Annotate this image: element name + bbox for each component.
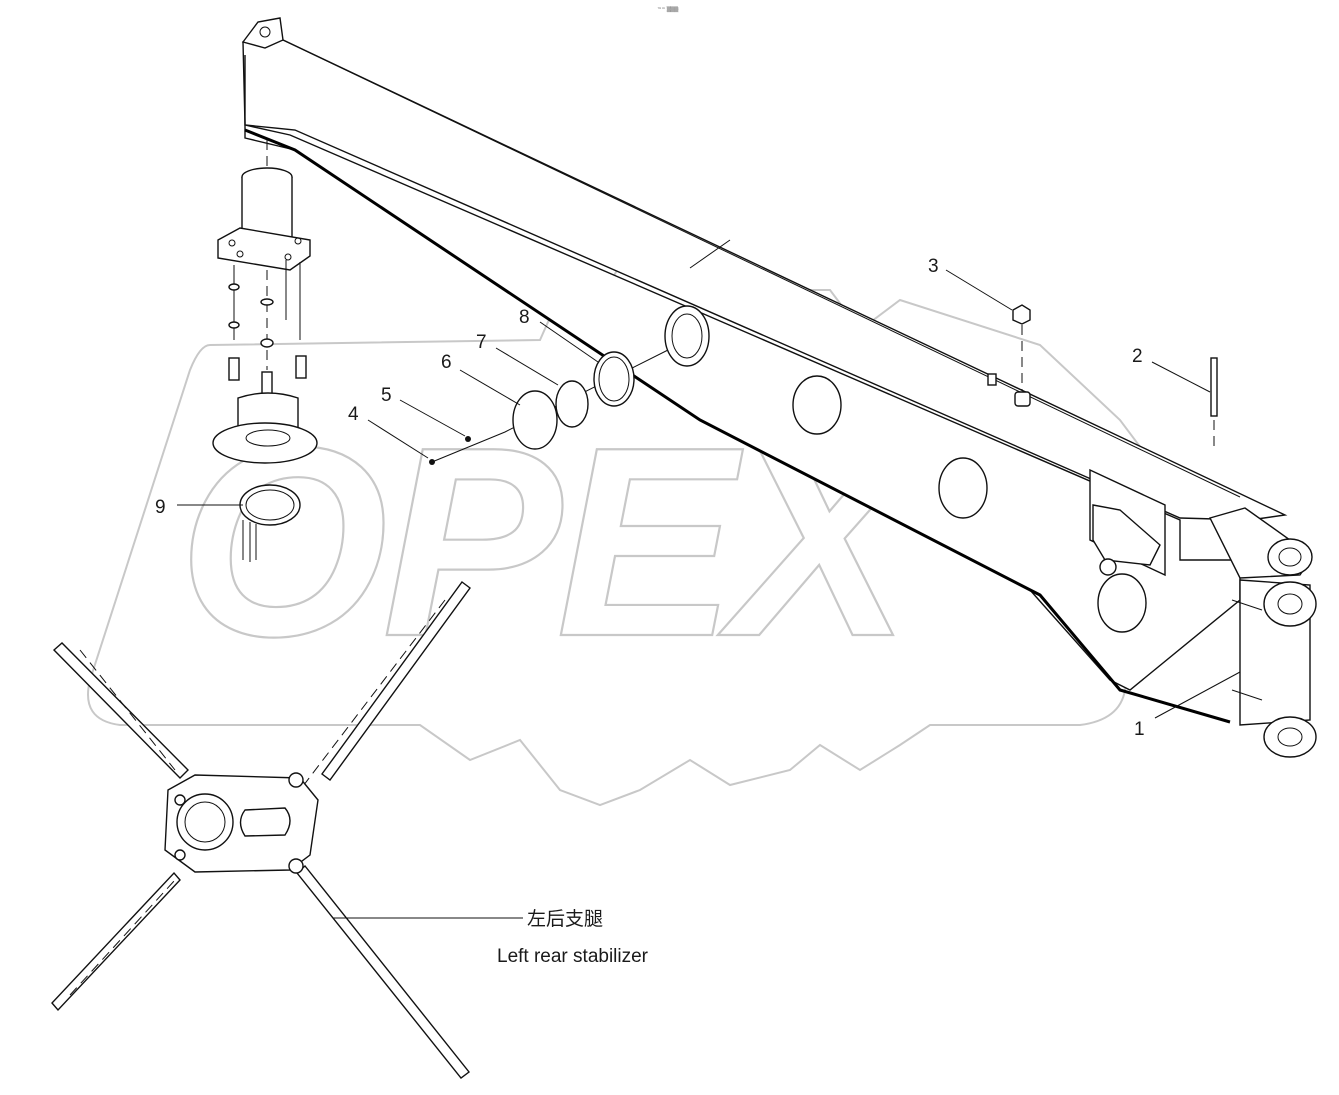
leader-4 bbox=[367, 419, 429, 459]
leader-7 bbox=[495, 347, 559, 386]
cylinder-lower-body bbox=[237, 392, 299, 433]
bushing bbox=[1014, 391, 1031, 407]
bracket-pin bbox=[1099, 558, 1117, 576]
callout-7: 7 bbox=[476, 332, 487, 353]
beam-bracket-lug bbox=[1092, 504, 1161, 566]
beam-section-line bbox=[689, 239, 731, 269]
outrigger-fr-dash bbox=[299, 599, 446, 791]
cylinder-assembly bbox=[212, 140, 318, 464]
item-7-seal-ring bbox=[555, 380, 589, 428]
callout-2: 2 bbox=[1132, 346, 1143, 367]
item-3-bolt bbox=[987, 304, 1031, 407]
leader-8 bbox=[539, 321, 599, 363]
flange-hole-4 bbox=[284, 253, 292, 261]
callout-9: 9 bbox=[155, 497, 166, 518]
item-6-cover bbox=[512, 390, 558, 450]
callout-8: 8 bbox=[519, 307, 530, 328]
item-8-ring-inner bbox=[598, 356, 630, 402]
outrigger-front-right bbox=[321, 581, 471, 781]
callout-6: 6 bbox=[441, 352, 452, 373]
beam-end-plate bbox=[241, 17, 284, 49]
leader-6 bbox=[459, 369, 521, 406]
lug-plate-line bbox=[1231, 599, 1263, 701]
leader-5 bbox=[399, 399, 466, 437]
bushing-small bbox=[987, 373, 997, 386]
beam-access-hole-1-inner bbox=[671, 313, 703, 359]
beam-access-cover-3 bbox=[938, 457, 988, 519]
item-8-ring-outer bbox=[593, 351, 635, 407]
washer-4 bbox=[260, 338, 274, 348]
beam-top-edge bbox=[282, 39, 1241, 498]
bolt-1 bbox=[228, 357, 240, 381]
callout-3: 3 bbox=[928, 256, 939, 277]
frame-pin-2 bbox=[288, 858, 304, 874]
leader-1 bbox=[1154, 671, 1241, 719]
slewing-ring-inner bbox=[184, 801, 226, 843]
frame-pin-3 bbox=[174, 794, 186, 806]
outrigger-left-rear bbox=[296, 864, 470, 1079]
leader-3 bbox=[945, 269, 1013, 311]
item-2-pin bbox=[1210, 357, 1218, 450]
lug-eye-top-bore bbox=[1278, 547, 1302, 567]
leader-2 bbox=[1151, 361, 1211, 393]
flange-hole-3 bbox=[236, 250, 244, 258]
cylinder-flange-plate bbox=[217, 227, 311, 271]
lug-eye-bottom bbox=[1263, 716, 1317, 758]
callout-5: 5 bbox=[381, 385, 392, 406]
bolt-2 bbox=[295, 355, 307, 379]
callout-leaders bbox=[177, 269, 1241, 919]
caption-english: Left rear stabilizer bbox=[497, 946, 649, 967]
item-5-washer bbox=[465, 436, 471, 442]
beam-access-cover-4 bbox=[1097, 573, 1147, 633]
lug-eye-mid-bore bbox=[1277, 593, 1303, 615]
caption: 左后支腿 Left rear stabilizer bbox=[497, 908, 649, 967]
outrigger-back-left bbox=[51, 871, 181, 1012]
washer-3 bbox=[228, 321, 240, 329]
callout-labels: 1 2 3 4 5 6 7 8 9 bbox=[155, 256, 1145, 740]
header-mark: ™ᵐ ▒▒▒ bbox=[657, 6, 678, 13]
callout-4: 4 bbox=[348, 404, 359, 425]
clamp-ring bbox=[239, 484, 301, 526]
pin-body bbox=[1210, 357, 1218, 417]
frame-pin-4 bbox=[174, 849, 186, 861]
cylinder-foot-pad bbox=[212, 422, 318, 464]
outrigger-bl-dash bbox=[69, 879, 176, 996]
cylinder-foot-inner bbox=[245, 429, 291, 447]
flange-hole-1 bbox=[228, 239, 236, 247]
chassis-frame bbox=[51, 581, 471, 1079]
frame-pin-1 bbox=[288, 772, 304, 788]
flange-hole-2 bbox=[294, 237, 302, 245]
outrigger-fl-dash bbox=[79, 649, 176, 771]
lug-eye-top bbox=[1267, 538, 1313, 576]
item-4-screw bbox=[429, 459, 435, 465]
outrigger-front-left bbox=[52, 642, 189, 779]
clamp-ring-inner bbox=[245, 489, 295, 521]
end-plate-hole bbox=[259, 26, 271, 38]
washer-1 bbox=[228, 283, 240, 291]
washer-2 bbox=[260, 298, 274, 306]
exploded-small-parts bbox=[429, 349, 669, 465]
frame-slot bbox=[239, 807, 291, 837]
lug-eye-mid bbox=[1263, 581, 1317, 627]
caption-chinese: 左后支腿 bbox=[527, 908, 603, 930]
bolt-3 bbox=[261, 371, 273, 395]
clamp-bolts bbox=[242, 520, 257, 562]
beam-access-cover-2 bbox=[792, 375, 842, 435]
beam-bottom-edge bbox=[244, 128, 1231, 724]
lug-eye-bottom-bore bbox=[1277, 727, 1303, 747]
callout-1: 1 bbox=[1134, 719, 1145, 740]
bolt-head bbox=[1012, 304, 1031, 325]
